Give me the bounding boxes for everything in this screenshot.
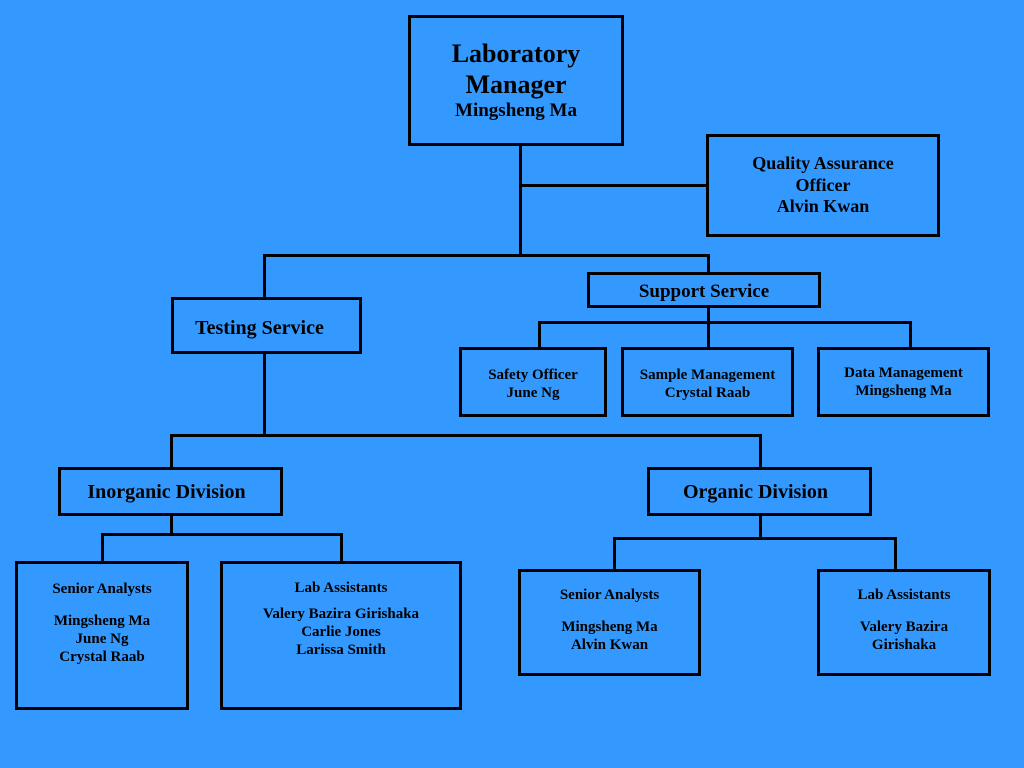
connector-inorganic-lab <box>340 533 343 563</box>
organic-senior-analysts-title: Senior Analysts <box>559 587 660 603</box>
data-management-box: Data Management Mingsheng Ma <box>817 347 990 417</box>
connector-organic-down <box>759 514 762 539</box>
inorganic-senior-analysts-title: Senior Analysts <box>52 581 152 597</box>
connector-organic-bar <box>613 537 897 540</box>
safety-officer-box: Safety Officer June Ng <box>459 347 607 417</box>
connector-support-bar <box>538 321 912 324</box>
support-service-box: Support Service <box>587 272 821 308</box>
organic-senior-analyst-name: Alvin Kwan <box>570 637 649 653</box>
qa-officer-box: Quality Assurance Officer Alvin Kwan <box>706 134 940 237</box>
connector-inorganic-down <box>170 514 173 535</box>
connector-safety <box>538 321 541 349</box>
inorganic-division-title: Inorganic Division <box>87 481 246 503</box>
organic-lab-assistants-box: Lab Assistants Valery Bazira Girishaka <box>817 569 991 676</box>
sample-management-name: Crystal Raab <box>664 385 751 401</box>
connector-sample <box>707 321 710 349</box>
data-management-name: Mingsheng Ma <box>855 383 952 399</box>
organic-lab-assistant-name: Girishaka <box>871 637 937 653</box>
lab-manager-name: Mingsheng Ma <box>455 100 577 122</box>
qa-officer-title-line1: Quality Assurance <box>752 153 894 173</box>
organic-lab-assistants-title: Lab Assistants <box>857 587 951 603</box>
qa-officer-title-line2: Officer <box>795 174 851 195</box>
lab-manager-title-line1: Laboratory <box>451 39 581 68</box>
inorganic-lab-assistants-title: Lab Assistants <box>294 580 388 596</box>
lab-manager-box: Laboratory Manager Mingsheng Ma <box>408 15 624 146</box>
organic-division-box: Organic Division <box>647 467 872 516</box>
connector-division-bar <box>170 434 762 437</box>
safety-officer-title: Safety Officer <box>488 367 578 383</box>
inorganic-division-box: Inorganic Division <box>58 467 283 516</box>
connector-inorganic-up <box>170 434 173 469</box>
inorganic-senior-analysts-box: Senior Analysts Mingsheng Ma June Ng Cry… <box>15 561 189 710</box>
connector-organic-lab <box>894 537 897 571</box>
data-management-title: Data Management <box>844 365 963 381</box>
sample-management-title: Sample Management <box>639 367 776 383</box>
testing-service-box: Testing Service <box>171 297 362 354</box>
connector-organic-senior <box>613 537 616 571</box>
connector-support-up <box>707 254 710 275</box>
testing-service-title: Testing Service <box>195 317 324 339</box>
inorganic-senior-analyst-name: Mingsheng Ma <box>53 613 151 629</box>
organic-lab-assistant-name: Valery Bazira <box>859 619 949 635</box>
connector-qa <box>521 184 708 187</box>
inorganic-senior-analyst-name: Crystal Raab <box>59 649 145 665</box>
organic-division-title: Organic Division <box>682 481 828 503</box>
qa-officer-name: Alvin Kwan <box>776 196 870 217</box>
connector-organic-up <box>759 434 762 469</box>
connector-top-bar <box>263 254 710 257</box>
connector-inorganic-senior <box>101 533 104 563</box>
connector-inorganic-bar <box>101 533 343 536</box>
connector-manager-down <box>519 145 522 256</box>
organic-senior-analyst-name: Mingsheng Ma <box>561 619 658 635</box>
inorganic-lab-assistant-name: Valery Bazira Girishaka <box>262 606 420 622</box>
inorganic-lab-assistant-name: Larissa Smith <box>296 642 386 658</box>
organic-senior-analysts-box: Senior Analysts Mingsheng Ma Alvin Kwan <box>518 569 701 676</box>
inorganic-lab-assistant-name: Carlie Jones <box>301 624 381 640</box>
connector-data <box>909 321 912 349</box>
safety-officer-name: June Ng <box>506 385 560 401</box>
connector-support-down <box>707 306 710 323</box>
inorganic-senior-analyst-name: June Ng <box>75 631 129 647</box>
lab-manager-title-line2: Manager <box>465 70 567 100</box>
sample-management-box: Sample Management Crystal Raab <box>621 347 794 417</box>
connector-testing-up <box>263 254 266 299</box>
connector-testing-down <box>263 352 266 436</box>
inorganic-lab-assistants-box: Lab Assistants Valery Bazira Girishaka C… <box>220 561 462 710</box>
support-service-title: Support Service <box>638 281 770 302</box>
